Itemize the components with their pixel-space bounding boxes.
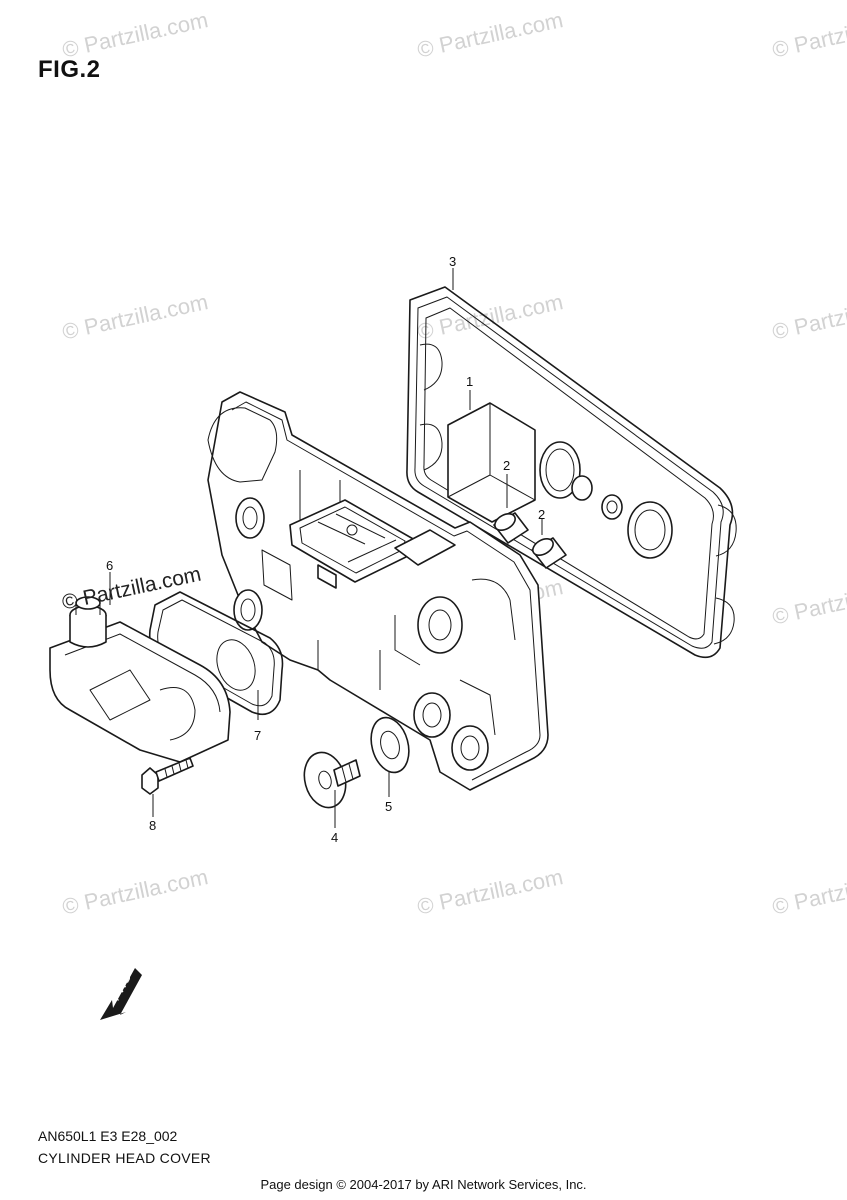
callout-number: 2 [538, 507, 545, 522]
gasket-part-3[interactable] [406, 286, 737, 659]
callout-number: 6 [106, 558, 113, 573]
footer-copyright: Page design © 2004-2017 by ARI Network S… [260, 1177, 587, 1192]
dowel-pin-part-2[interactable] [530, 535, 567, 569]
callout-number: 3 [449, 254, 456, 269]
section-title: CYLINDER HEAD COVER [38, 1150, 211, 1166]
callout-number: 1 [466, 374, 473, 389]
cap-part-1[interactable] [447, 402, 673, 559]
callout-number: 5 [385, 799, 392, 814]
side-cover-part-6[interactable] [49, 596, 231, 763]
callout-number: 7 [254, 728, 261, 743]
callout-number: 8 [149, 818, 156, 833]
model-code: AN650L1 E3 E28_002 [38, 1128, 178, 1144]
callout-number: 2 [503, 458, 510, 473]
dowel-pin-part-2[interactable] [492, 510, 529, 544]
callout-number: 4 [331, 830, 338, 845]
washer-part-5[interactable] [365, 713, 414, 776]
bolt-part-4[interactable] [298, 748, 361, 812]
forward-arrow-icon: FWD [100, 968, 142, 1020]
figure-label: FIG.2 [38, 56, 101, 83]
cylinder-head-cover[interactable] [207, 391, 549, 791]
bolt-part-8[interactable] [141, 757, 194, 795]
